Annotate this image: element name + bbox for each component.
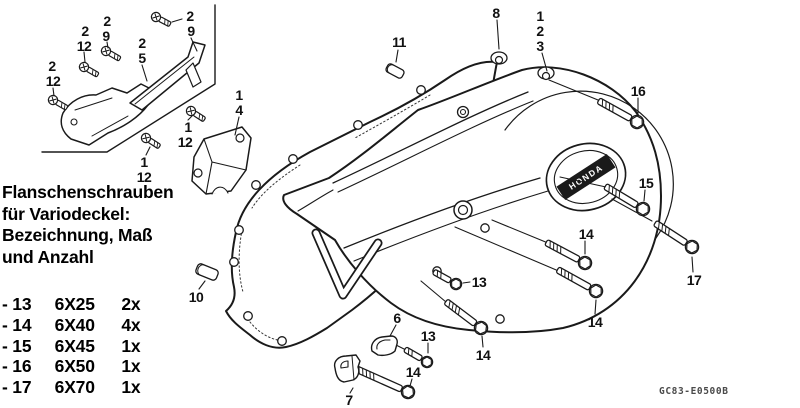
bracket-strip-part bbox=[129, 41, 206, 111]
dowel-pin-10 bbox=[195, 263, 219, 281]
cover-outline: HONDA bbox=[282, 66, 674, 334]
mount-bracket-screws bbox=[139, 104, 208, 152]
screw-qty: 4x bbox=[121, 314, 141, 335]
mount-bracket-part bbox=[191, 126, 252, 195]
screw-qty: 1x bbox=[121, 356, 141, 377]
bolt-13-b bbox=[401, 343, 436, 371]
screw-qty: 1x bbox=[121, 377, 141, 398]
screw-size: 6X40 bbox=[54, 314, 95, 335]
screw-size-list: - 13 6X25 2x - 14 6X40 4x - 15 6X45 1x -… bbox=[2, 294, 141, 398]
screw-ref: - 13 bbox=[2, 294, 32, 314]
legend-title-line: für Variodeckel: bbox=[2, 203, 131, 224]
bracket-shield-part bbox=[60, 83, 154, 146]
legend-title-line: Flanschenschrauben bbox=[2, 182, 174, 202]
bolt-17 bbox=[650, 216, 702, 257]
screw-qty: 2x bbox=[121, 294, 141, 314]
dowel-pin-11 bbox=[385, 63, 405, 79]
screw-size-row: - 14 6X40 4x bbox=[2, 314, 141, 336]
cable-clamp-7 bbox=[333, 354, 361, 383]
screw-qty: 1x bbox=[121, 335, 141, 356]
legend-title-line: Bezeichnung, Maß bbox=[2, 225, 153, 245]
honda-emblem: HONDA bbox=[545, 142, 627, 212]
screw-ref: - 16 bbox=[2, 356, 32, 377]
screw-size: 6X50 bbox=[54, 356, 95, 377]
screw-size: 6X25 bbox=[54, 294, 95, 314]
screw-size-row: - 15 6X45 1x bbox=[2, 335, 141, 357]
inset-frame bbox=[41, 4, 216, 153]
cover-v-rib bbox=[311, 228, 383, 300]
bolt-14-d bbox=[352, 362, 418, 402]
screw-size-row: - 16 6X50 1x bbox=[2, 356, 141, 377]
screw-ref: - 14 bbox=[2, 314, 32, 335]
drawing-code: GC83-E0500B bbox=[659, 386, 729, 397]
screw-size: 6X70 bbox=[54, 377, 95, 398]
screw-ref: - 15 bbox=[2, 335, 32, 356]
screw-size-row: - 17 6X70 1x bbox=[2, 377, 141, 398]
screw-size: 6X45 bbox=[54, 335, 95, 356]
legend-title-line: und Anzahl bbox=[2, 246, 94, 267]
screw-size-row: - 13 6X25 2x bbox=[2, 294, 141, 315]
screw-ref: - 17 bbox=[2, 377, 32, 398]
cable-clamp-6 bbox=[370, 335, 398, 357]
legend-title: Flanschenschrauben für Variodeckel: Beze… bbox=[2, 182, 212, 268]
callout-leader-lines bbox=[52, 18, 694, 394]
